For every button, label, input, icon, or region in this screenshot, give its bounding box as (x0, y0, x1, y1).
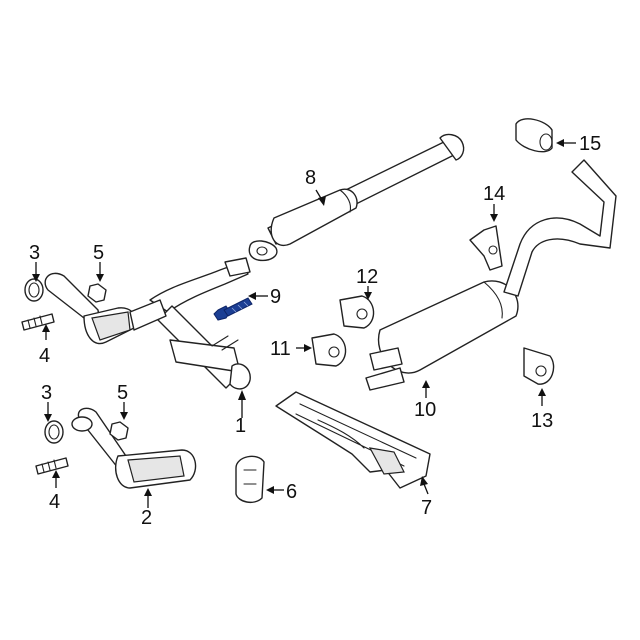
callout-11: 11 (270, 338, 291, 360)
callout-7: 7 (421, 497, 432, 519)
part-13-bracket (523, 347, 555, 385)
part-8-resonator-pipe (248, 133, 465, 262)
callout-3a: 3 (29, 242, 40, 264)
callout-labels: 1 2 3 3 4 4 5 5 6 7 8 9 10 11 12 13 14 1… (29, 133, 601, 529)
part-11-isolator (311, 333, 347, 367)
callout-8: 8 (305, 167, 316, 189)
callout-9: 9 (270, 286, 281, 308)
part-9-bolt-highlighted (213, 297, 253, 321)
part-6-hanger (235, 455, 265, 504)
callout-1: 1 (235, 415, 246, 437)
part-2-catalytic-converter (71, 407, 197, 489)
part-14-bracket (469, 225, 503, 271)
part-7-heat-shield (275, 391, 431, 489)
callout-4b: 4 (49, 491, 60, 513)
callout-4a: 4 (39, 345, 50, 367)
callout-6: 6 (286, 481, 297, 503)
callout-10: 10 (414, 399, 436, 421)
callout-5b: 5 (117, 382, 128, 404)
part-3b-gasket (44, 420, 64, 444)
part-5b-nut (109, 421, 129, 441)
callout-12: 12 (356, 266, 378, 288)
part-4a-stud (21, 313, 55, 331)
leader-lines (32, 139, 576, 508)
callout-5a: 5 (93, 242, 104, 264)
callout-14: 14 (483, 183, 505, 205)
part-3a-gasket (24, 278, 44, 302)
callout-13: 13 (531, 410, 553, 432)
upper-converter (44, 272, 167, 345)
callout-15: 15 (579, 133, 601, 155)
part-4b-stud (35, 457, 69, 475)
part-12-isolator (339, 295, 375, 329)
part-5a-nut (87, 283, 107, 303)
part-10-muffler (365, 280, 519, 391)
callout-3b: 3 (41, 382, 52, 404)
tail-pipe (503, 118, 617, 297)
callout-2: 2 (141, 507, 152, 529)
part-1-y-pipe (149, 257, 251, 390)
